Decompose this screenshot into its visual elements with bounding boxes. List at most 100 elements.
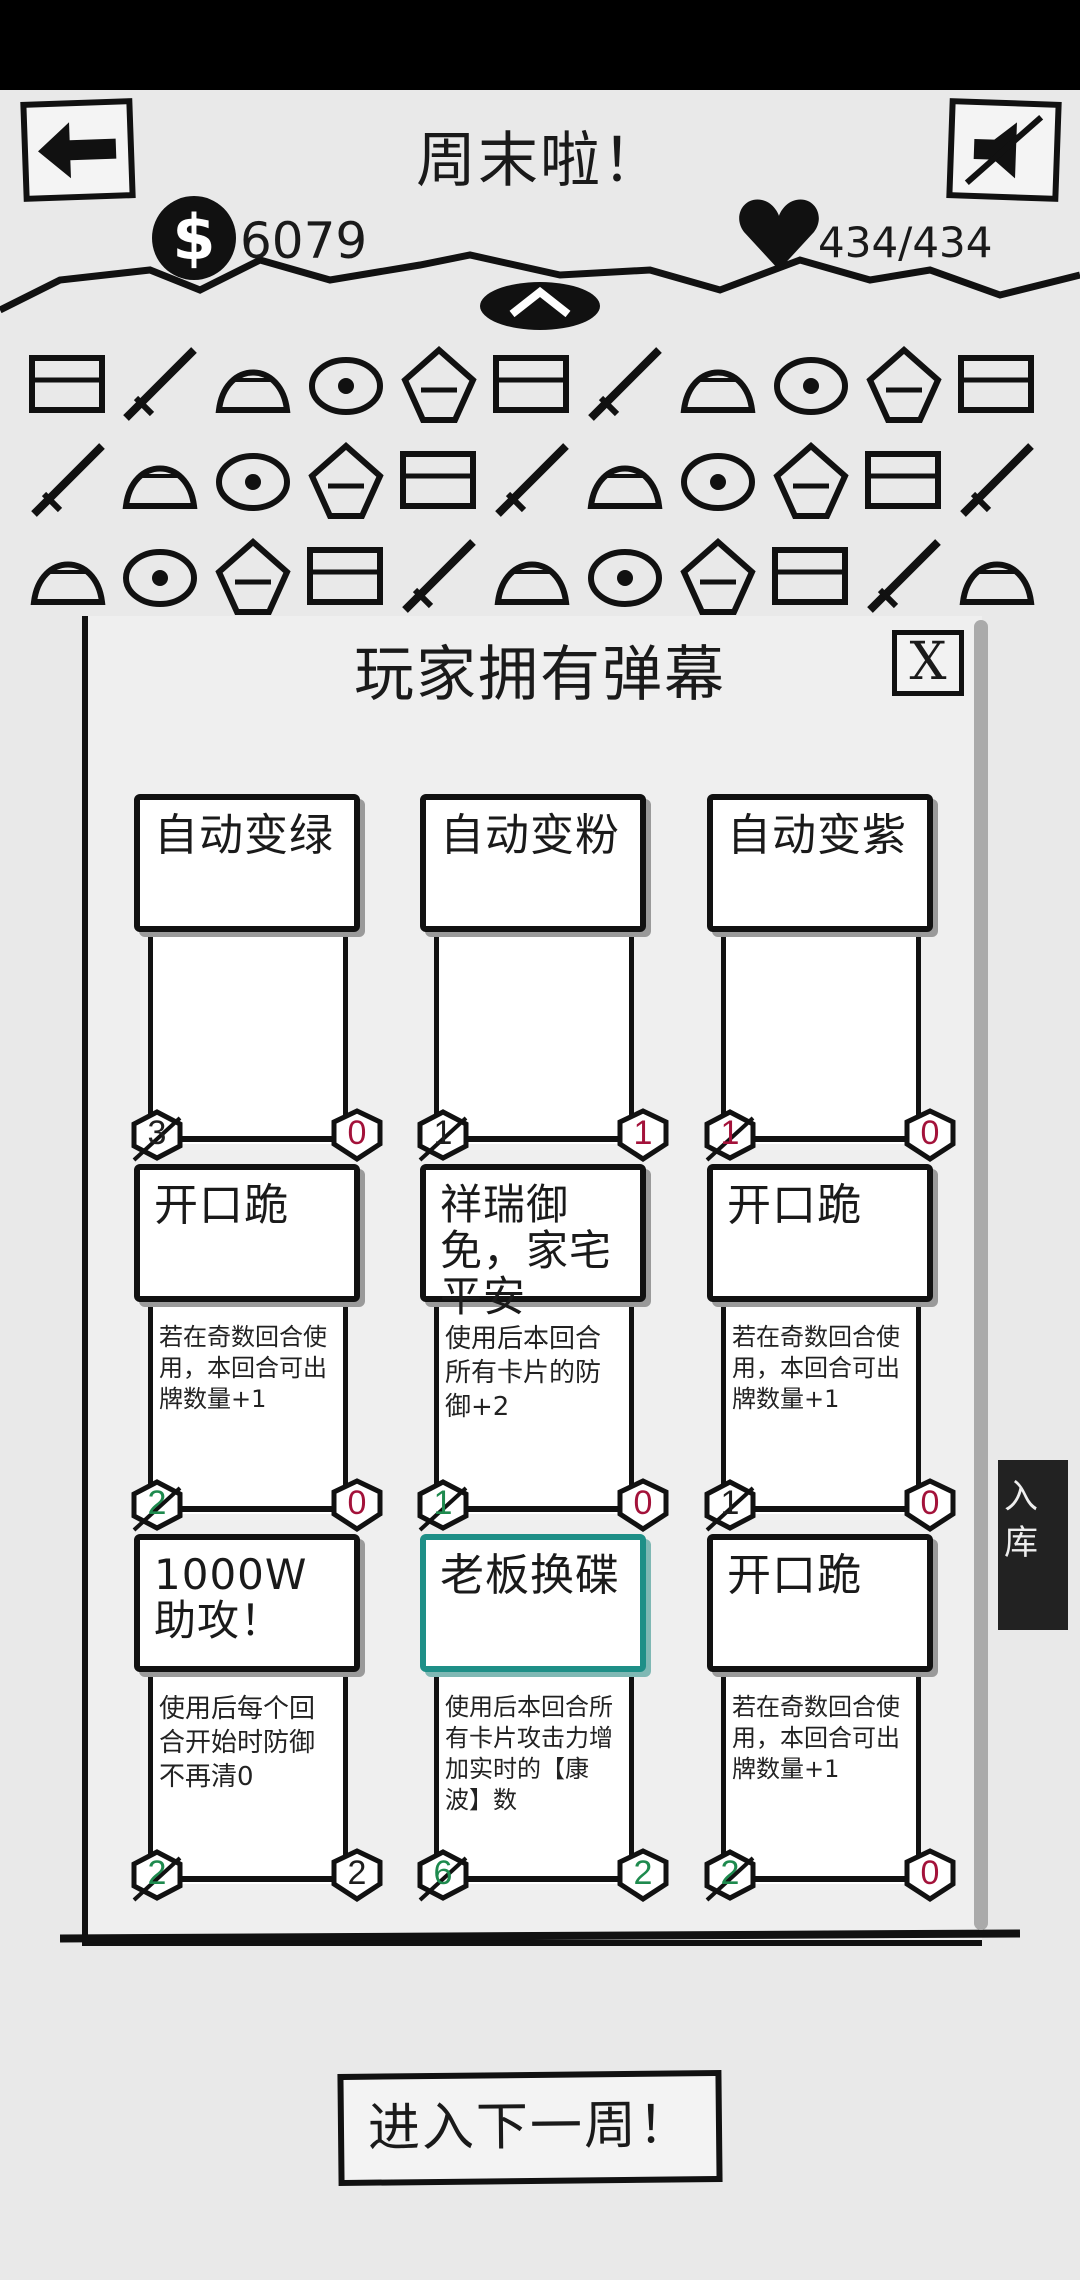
washing-machine-icon[interactable]	[112, 340, 208, 428]
sound-toggle-button[interactable]	[946, 98, 1062, 202]
attack-value: 6	[433, 1854, 453, 1892]
cost-badge: 1	[703, 1108, 757, 1162]
card-base	[721, 1876, 927, 1882]
defense-badge: 0	[330, 1478, 384, 1532]
guitar-icon[interactable]	[577, 532, 673, 620]
skewer-icon[interactable]	[205, 436, 301, 524]
next-week-button[interactable]: 进入下一周！	[337, 2069, 723, 2187]
card-description: 若在奇数回合使用，本回合可出牌数量+1	[732, 1693, 900, 1783]
shield-badge-icon	[617, 1478, 669, 1532]
attack-value: 1	[433, 1484, 453, 1522]
shield-badge-icon	[904, 1108, 956, 1162]
barrage-card[interactable]: 1000W助攻！ 使用后每个回合开始时防御不再清0 2 2	[131, 1534, 383, 1902]
sign-icon[interactable]	[577, 436, 673, 524]
card-name-box: 开口跪	[707, 1534, 933, 1672]
card-body: 若在奇数回合使用，本回合可出牌数量+1	[721, 1662, 921, 1884]
defense-badge: 2	[330, 1848, 384, 1902]
dagger-icon[interactable]	[20, 532, 116, 620]
defense-value: 0	[920, 1484, 940, 1522]
attack-value: 2	[720, 1854, 740, 1892]
blade-icon[interactable]	[949, 340, 1045, 428]
card-base	[148, 1136, 354, 1142]
card-name-box: 老板换碟	[420, 1534, 646, 1672]
duck-icon[interactable]	[763, 532, 859, 620]
back-button[interactable]	[20, 98, 136, 202]
broom-icon[interactable]	[484, 436, 580, 524]
card-base	[721, 1136, 927, 1142]
card-name: 自动变粉	[440, 810, 620, 861]
attack-value: 1	[720, 1114, 740, 1152]
card-name: 1000W助攻！	[154, 1550, 308, 1645]
card-base	[434, 1506, 640, 1512]
defense-badge: 0	[903, 1108, 957, 1162]
card-body: 使用后本回合所有卡片的防御+2	[434, 1292, 634, 1514]
mask-icon[interactable]	[391, 532, 487, 620]
cloth-icon[interactable]	[298, 532, 394, 620]
barrage-card[interactable]: 开口跪若在奇数回合使用，本回合可出牌数量+1 2 0	[704, 1534, 956, 1902]
glasses-icon[interactable]	[670, 436, 766, 524]
card-base	[148, 1506, 354, 1512]
defense-badge: 0	[903, 1848, 957, 1902]
barrage-card[interactable]: 自动变粉 1 1	[417, 794, 669, 1162]
side-label-1: 入	[1004, 1477, 1038, 1517]
bowl-icon[interactable]	[112, 436, 208, 524]
card-name-box: 自动变粉	[420, 794, 646, 932]
barrage-card[interactable]: 开口跪若在奇数回合使用，本回合可出牌数量+1 2 0	[131, 1164, 383, 1532]
fish-icon[interactable]	[856, 340, 952, 428]
close-button[interactable]: X	[892, 630, 964, 696]
card-body	[434, 922, 634, 1144]
side-library-button[interactable]: 入 库	[998, 1460, 1068, 1630]
sword-icon[interactable]	[577, 340, 673, 428]
scroll-icon[interactable]	[391, 436, 487, 524]
cost-badge: 3	[130, 1108, 184, 1162]
defense-badge: 0	[903, 1478, 957, 1532]
fan-icon[interactable]	[949, 436, 1045, 524]
mahjong-icon[interactable]	[20, 340, 116, 428]
cost-badge: 1	[416, 1108, 470, 1162]
cost-badge: 2	[703, 1848, 757, 1902]
card-body: 若在奇数回合使用，本回合可出牌数量+1	[148, 1292, 348, 1514]
staff-icon[interactable]	[205, 532, 301, 620]
card-base	[148, 1876, 354, 1882]
money-value: 6079	[240, 212, 368, 270]
page-title: 周末啦！	[416, 126, 664, 196]
cup-icon[interactable]	[20, 436, 116, 524]
card-body: 使用后每个回合开始时防御不再清0	[148, 1662, 348, 1884]
dart-icon[interactable]	[763, 340, 859, 428]
card-base	[434, 1876, 640, 1882]
ring-icon[interactable]	[484, 340, 580, 428]
kite-icon[interactable]	[763, 436, 859, 524]
chevron-up-icon	[509, 286, 571, 318]
dart-icon[interactable]	[670, 340, 766, 428]
card-name: 开口跪	[154, 1180, 289, 1231]
attack-value: 3	[147, 1114, 167, 1152]
defense-value: 0	[920, 1114, 940, 1152]
rabbit-icon[interactable]	[949, 532, 1045, 620]
shield-badge-icon	[617, 1848, 669, 1902]
scrollbar-thumb[interactable]	[974, 620, 988, 1930]
tank-top-icon[interactable]	[484, 532, 580, 620]
collapse-button[interactable]	[478, 272, 602, 332]
robe-icon[interactable]	[205, 340, 301, 428]
poster-icon[interactable]	[391, 340, 487, 428]
rice-bowl-icon[interactable]	[856, 436, 952, 524]
card-description: 使用后每个回合开始时防御不再清0	[159, 1694, 316, 1792]
card-body: 使用后本回合所有卡片攻击力增加实时的【康波】数	[434, 1662, 634, 1884]
attack-value: 1	[720, 1484, 740, 1522]
bicycle-icon[interactable]	[298, 340, 394, 428]
cost-badge: 2	[130, 1478, 184, 1532]
lock-icon[interactable]	[112, 532, 208, 620]
card-description: 若在奇数回合使用，本回合可出牌数量+1	[159, 1323, 327, 1413]
cat-icon[interactable]	[670, 532, 766, 620]
card-name-box: 开口跪	[707, 1164, 933, 1302]
sword-badge-icon	[417, 1849, 469, 1902]
cost-badge: 2	[130, 1848, 184, 1902]
trash-can-icon[interactable]	[856, 532, 952, 620]
helmet-icon[interactable]	[298, 436, 394, 524]
defense-badge: 1	[616, 1108, 670, 1162]
